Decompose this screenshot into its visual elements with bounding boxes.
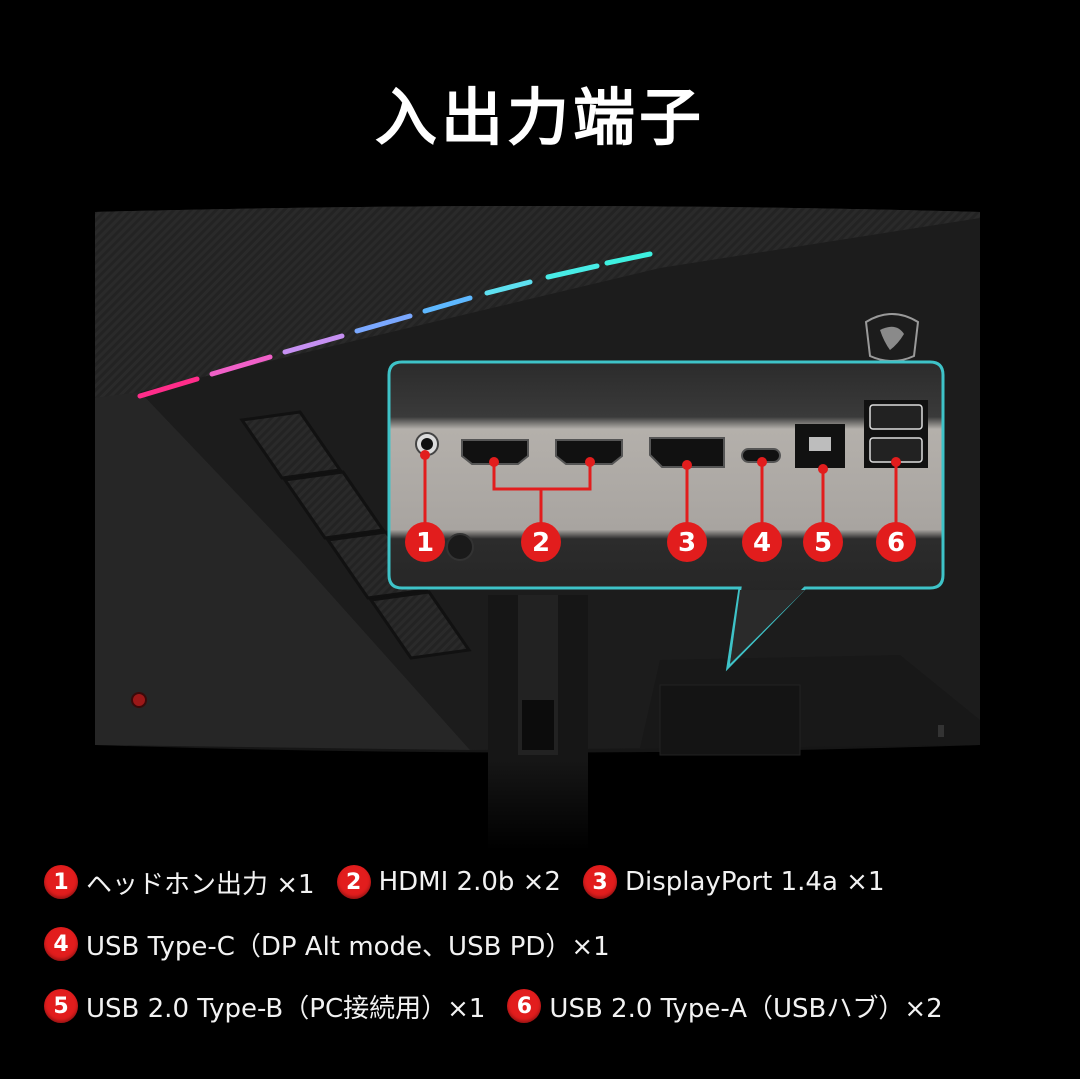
marker-1: 1	[405, 522, 445, 562]
number-badge: 6	[507, 989, 542, 1023]
legend-label: USB 2.0 Type-B（PC接続用）×1	[86, 993, 486, 1024]
vent-slots	[239, 410, 472, 660]
number-badge: 4	[44, 927, 78, 961]
number-badge: 3	[582, 865, 617, 899]
legend-row-2: 4 USB Type-C（DP Alt mode、USB PD）×1	[44, 924, 632, 964]
hdmi-port-1	[461, 439, 529, 465]
hdmi-port-2	[555, 439, 623, 465]
svg-text:3: 3	[678, 528, 696, 558]
usb-a-ports	[864, 400, 928, 468]
legend-item-usb-b: 5 USB 2.0 Type-B（PC接続用）×1	[44, 988, 485, 1025]
marker-3: 3	[667, 522, 707, 562]
displayport-port	[649, 437, 725, 468]
legend-item-displayport: 3 DisplayPort 1.4a ×1	[582, 865, 885, 899]
rgb-light-strip	[137, 251, 653, 399]
msi-dragon-logo-icon	[864, 313, 920, 362]
marker-4: 4	[742, 522, 782, 562]
port-callout: 1 2 3 4 5 6	[387, 360, 945, 672]
legend-label: USB Type-C（DP Alt mode、USB PD）×1	[86, 931, 610, 962]
power-button-icon	[131, 692, 147, 708]
legend-label: ヘッドホン出力 ×1	[86, 869, 315, 900]
carbon-panel	[95, 206, 980, 398]
marker-6: 6	[876, 522, 916, 562]
svg-text:5: 5	[814, 528, 832, 558]
legend-label: DisplayPort 1.4a ×1	[624, 867, 885, 897]
legend-label: HDMI 2.0b ×2	[378, 867, 561, 897]
number-badge: 2	[336, 865, 371, 899]
page-title: 入出力端子	[374, 81, 705, 154]
svg-text:2: 2	[532, 528, 550, 558]
number-badge: 5	[44, 989, 78, 1023]
svg-text:4: 4	[753, 528, 771, 558]
usb-b-port	[795, 424, 845, 468]
legend-row-1: 1 ヘッドホン出力 ×1 2 HDMI 2.0b ×2 3 DisplayPor…	[44, 862, 907, 902]
svg-text:6: 6	[887, 528, 905, 558]
monitor-rear-illustration: 1 2 3 4 5 6	[0, 206, 1080, 850]
marker-5: 5	[803, 522, 843, 562]
legend-item-usb-a: 6 USB 2.0 Type-A（USBハブ）×2	[507, 988, 943, 1025]
number-badge: 1	[44, 865, 78, 899]
legend-item-hdmi: 2 HDMI 2.0b ×2	[336, 865, 561, 899]
legend-item-usb-c: 4 USB Type-C（DP Alt mode、USB PD）×1	[44, 926, 610, 963]
legend-label: USB 2.0 Type-A（USBハブ）×2	[549, 993, 943, 1024]
legend-item-headphone: 1 ヘッドホン出力 ×1	[44, 864, 315, 901]
svg-text:1: 1	[416, 528, 434, 558]
marker-2: 2	[521, 522, 561, 562]
legend-row-3: 5 USB 2.0 Type-B（PC接続用）×1 6 USB 2.0 Type…	[44, 986, 965, 1026]
